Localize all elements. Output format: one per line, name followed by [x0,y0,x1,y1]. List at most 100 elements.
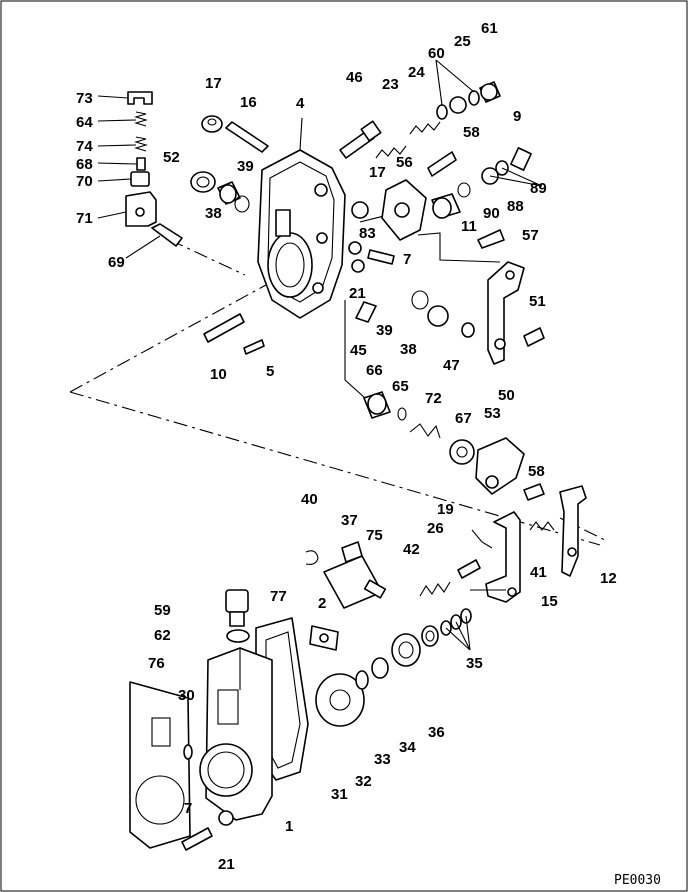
part-72-spring [409,423,441,439]
part-9-plug [510,147,532,171]
part-26-lever [457,559,481,579]
part-66-fitting [363,391,391,419]
label-19: 19 [437,501,454,518]
label-leader-lines [97,59,543,651]
label-1: 1 [285,818,293,835]
part-69-shaft [151,223,183,247]
governor-housing-part [257,117,346,319]
label-67: 67 [455,410,472,427]
label-32: 32 [355,773,372,790]
label-25: 25 [454,33,471,50]
part-59-bolt [225,589,249,627]
label-40: 40 [301,491,318,508]
part-41-spring [529,521,555,531]
part-32-washer [355,670,369,690]
label-39b: 39 [376,322,393,339]
part-39-oring [234,195,250,213]
part-15-lever [485,511,521,603]
part-47-washer [461,322,475,338]
part-17-nut [201,115,223,133]
part-1-housing [199,647,273,821]
label-76: 76 [148,655,165,672]
drawing-code: PE0030 [614,873,661,888]
part-74-spring [134,136,148,152]
label-83: 83 [359,225,376,242]
label-4: 4 [296,95,305,112]
part-31-flyweight [315,673,365,727]
part-2-plate [309,625,339,651]
label-21: 21 [349,285,366,302]
part-42-spring [419,581,451,597]
part-90-washer [457,182,471,198]
label-45: 45 [350,342,367,359]
part-70-cap [130,171,150,187]
part-11-sleeve [431,193,461,219]
part-40-clip [305,550,319,565]
part-76-gasket [129,681,191,849]
label-17b: 17 [369,164,386,181]
part-37-75-lever [323,541,387,609]
part-71-block [125,191,157,227]
label-73: 73 [76,90,93,107]
part-46-bolt [339,120,382,159]
part-61-nut [479,81,501,103]
label-64: 64 [76,114,93,131]
label-5: 5 [266,363,274,380]
part-38-bushing [217,181,241,205]
label-31: 31 [331,786,348,803]
part-52-bushing [190,171,216,193]
label-52: 52 [163,149,180,166]
assembly-dashed-lines [69,239,606,546]
part-24-spring [409,121,441,135]
label-11: 11 [461,218,477,235]
part-36-gear [421,625,439,647]
part-34-gear [391,633,421,667]
label-61: 61 [481,20,498,37]
part-19-spring [471,529,493,549]
label-62: 62 [154,627,171,644]
part-16-pin [225,121,269,153]
label-58b: 58 [528,463,545,480]
part-21-washer-lower [218,810,234,826]
label-7b: 7 [184,800,192,817]
label-58: 58 [463,124,480,141]
part-33-sleeve [371,657,389,679]
part-65-oring [397,407,407,421]
label-38: 38 [205,205,222,222]
label-12: 12 [600,570,617,587]
part-7-bolt-lower [181,827,213,851]
label-23: 23 [382,76,399,93]
part-60b-washer [468,90,480,106]
label-75: 75 [366,527,383,544]
label-53: 53 [484,405,501,422]
label-51: 51 [529,293,546,310]
label-17: 17 [205,75,222,92]
label-71: 71 [76,210,93,227]
part-50-bracket [487,261,525,365]
label-77: 77 [270,588,287,605]
part-21-washer-upper [351,259,365,273]
part-17b-nut [351,201,369,219]
part-12-lever [559,485,587,577]
label-47: 47 [443,357,460,374]
label-10: 10 [210,366,227,383]
label-66: 66 [366,362,383,379]
label-90: 90 [483,205,500,222]
label-57: 57 [522,227,539,244]
part-58b-bolt [523,483,545,501]
label-89: 89 [530,180,547,197]
part-56-plate [381,179,427,241]
part-labels: 73 64 74 68 70 71 69 17 16 4 46 23 24 60… [76,20,617,873]
part-7-bolt-upper [367,249,395,265]
label-34: 34 [399,739,416,756]
part-62-washer [226,629,250,643]
label-68: 68 [76,156,93,173]
part-5-pin [243,339,265,355]
label-74: 74 [76,138,93,155]
part-57-bolt [477,229,505,249]
part-60-washer [436,104,448,120]
part-73-clip [127,91,153,105]
label-39: 39 [237,158,254,175]
label-50: 50 [498,387,515,404]
label-65: 65 [392,378,409,395]
